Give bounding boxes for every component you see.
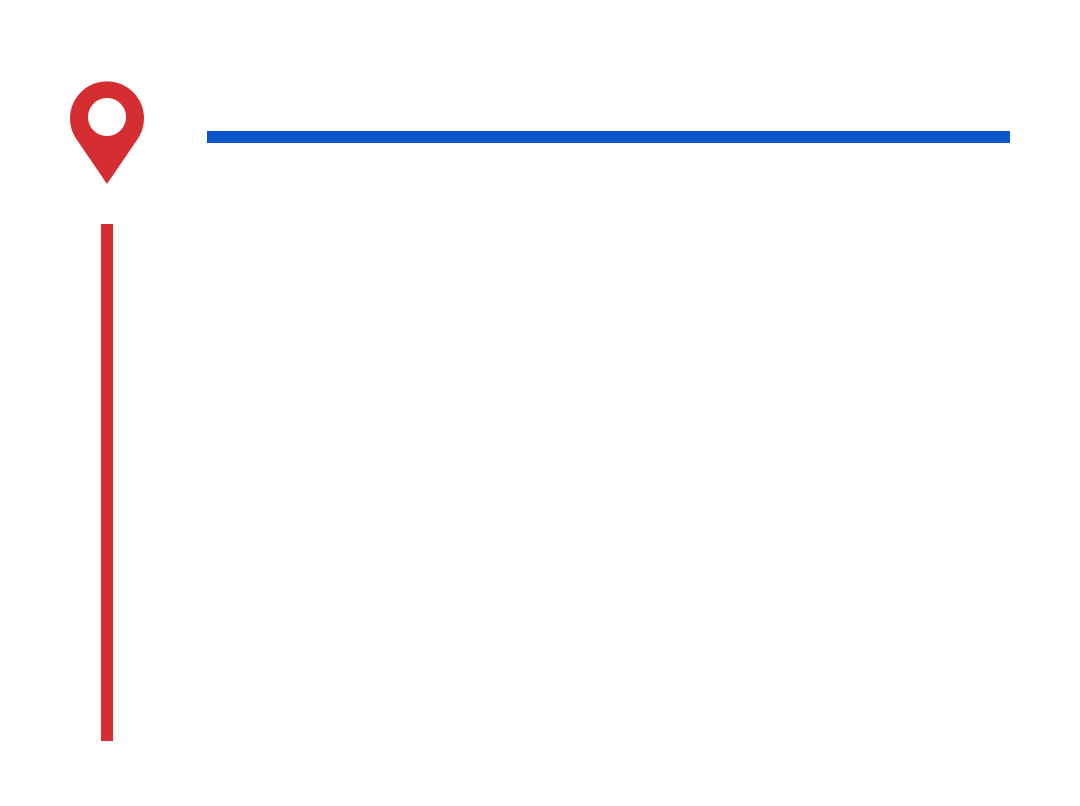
map-pin-icon	[69, 80, 145, 185]
map-pin-shape	[70, 81, 144, 184]
vertical-red-bar	[101, 224, 113, 741]
horizontal-blue-bar	[207, 131, 1010, 143]
